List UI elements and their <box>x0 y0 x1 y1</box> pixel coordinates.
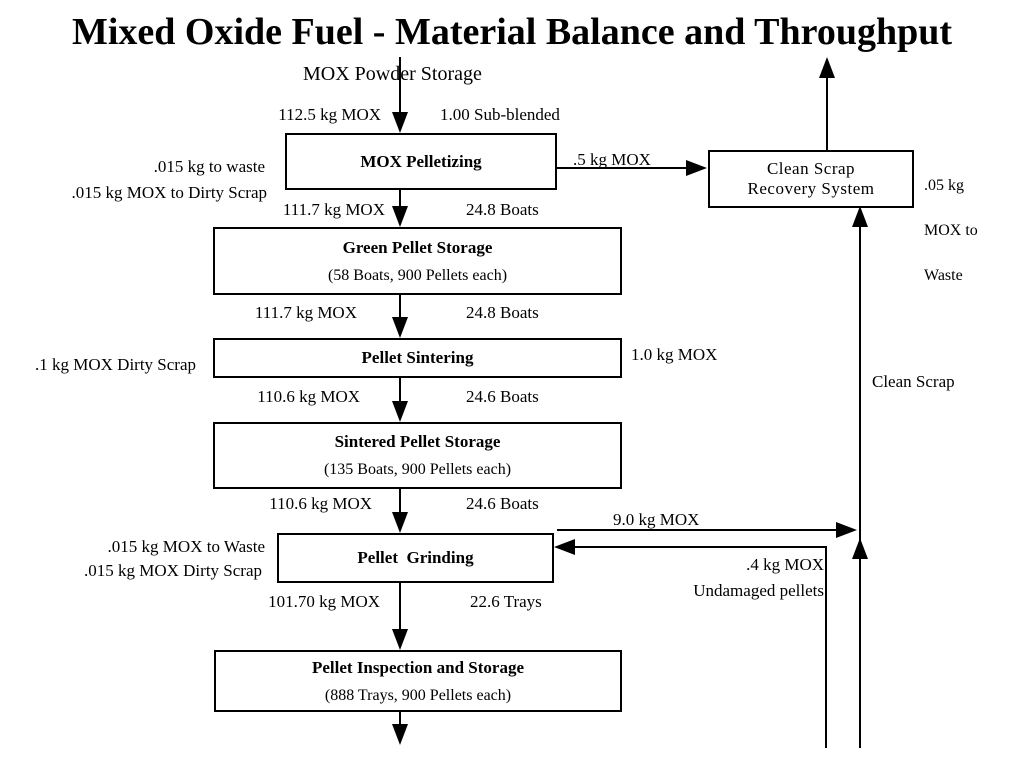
box-pellet-grinding-label: Pellet Grinding <box>357 548 474 567</box>
flow-label-mass-grinding-to-inspection: 101.70 kg MOX <box>268 592 380 611</box>
flow-line-grinding-to-recovery <box>557 529 837 531</box>
flow-label-mass-into-pelletizing: 112.5 kg MOX <box>278 105 381 124</box>
flow-line-sintering-to-sintered <box>399 378 401 403</box>
arrowhead-grinding-to-recovery <box>836 522 857 538</box>
label-grinding-waste: .015 kg MOX to Waste <box>107 537 265 556</box>
label-return-mass: .4 kg MOX <box>746 555 824 574</box>
arrowhead-clean-scrap-junction <box>852 538 868 559</box>
label-grinding-to-recovery: 9.0 kg MOX <box>613 510 700 529</box>
label-recovery-waste-line1: .05 kg <box>924 177 964 194</box>
label-return-undamaged-pellets: Undamaged pellets <box>693 581 824 600</box>
box-pellet-inspection-detail: (888 Trays, 900 Pellets each) <box>324 686 512 704</box>
clean-scrap-line <box>859 226 861 748</box>
flow-label-batch-sintered-to-grinding: 24.6 Boats <box>466 494 539 513</box>
box-clean-scrap-recovery: Clean Scrap Recovery System <box>708 150 914 208</box>
box-pellet-grinding: Pellet Grinding <box>277 533 554 583</box>
flow-line-green-to-sintering <box>399 295 401 319</box>
return-line-horizontal <box>574 546 827 548</box>
arrowhead-recovery-out-top <box>819 57 835 78</box>
box-pellet-inspection: Pellet Inspection and Storage (888 Trays… <box>214 650 622 712</box>
flow-label-mass-green-to-sintering: 111.7 kg MOX <box>254 303 357 322</box>
box-sintered-pellet-storage: Sintered Pellet Storage (135 Boats, 900 … <box>213 422 622 489</box>
box-mox-pelletizing: MOX Pelletizing <box>285 133 557 190</box>
arrowhead-inspection-out <box>392 724 408 745</box>
box-clean-scrap-recovery-label-line1: Clean Scrap <box>766 158 856 178</box>
flow-label-batch-pelletizing-to-green: 24.8 Boats <box>466 200 539 219</box>
label-recovery-waste-line3: Waste <box>924 267 963 284</box>
box-pellet-inspection-label: Pellet Inspection and Storage <box>311 657 525 677</box>
flow-line-pelletizing-to-recovery <box>557 167 688 169</box>
box-pellet-sintering: Pellet Sintering <box>213 338 622 378</box>
label-grinding-dirty-scrap: .015 kg MOX Dirty Scrap <box>83 561 262 580</box>
flow-label-mass-sintered-to-grinding: 110.6 kg MOX <box>269 494 372 513</box>
flow-label-mass-pelletizing-to-green: 111.7 kg MOX <box>282 200 385 219</box>
label-pelletizing-dirty-scrap: .015 kg MOX to Dirty Scrap <box>71 183 267 202</box>
label-clean-scrap-line: Clean Scrap <box>872 372 955 391</box>
arrowhead-into-recovery-left <box>686 160 707 176</box>
label-pelletizing-to-recovery: .5 kg MOX <box>573 150 651 169</box>
return-line-vertical <box>825 546 827 748</box>
box-pellet-sintering-label: Pellet Sintering <box>361 348 474 367</box>
label-sintering-dirty-scrap: .1 kg MOX Dirty Scrap <box>35 355 197 374</box>
arrowhead-into-sintered-storage <box>392 401 408 422</box>
flow-line-recovery-out-top <box>826 78 828 150</box>
flow-label-batch-grinding-to-inspection: 22.6 Trays <box>470 592 542 611</box>
label-sintering-clean-scrap: 1.0 kg MOX <box>631 345 718 364</box>
arrowhead-into-sintering <box>392 317 408 338</box>
box-sintered-pellet-storage-label: Sintered Pellet Storage <box>334 432 501 451</box>
label-recovery-waste: .05 kg MOX to Waste <box>924 148 978 313</box>
box-green-pellet-storage: Green Pellet Storage (58 Boats, 900 Pell… <box>213 227 622 295</box>
label-recovery-waste-line2: MOX to <box>924 222 978 239</box>
box-green-pellet-storage-detail: (58 Boats, 900 Pellets each) <box>327 266 508 284</box>
arrowhead-into-grinding <box>392 512 408 533</box>
arrowhead-into-pelletizing <box>392 112 408 133</box>
label-pelletizing-waste: .015 kg to waste <box>153 157 265 176</box>
arrowhead-into-recovery-bottom <box>852 206 868 227</box>
flow-line-sintered-to-grinding <box>399 489 401 514</box>
box-green-pellet-storage-label: Green Pellet Storage <box>342 237 493 257</box>
flow-label-batch-into-pelletizing: 1.00 Sub-blended <box>440 105 560 124</box>
flow-label-batch-sintering-to-sintered: 24.6 Boats <box>466 387 539 406</box>
flow-line-pelletizing-to-green <box>399 190 401 208</box>
box-clean-scrap-recovery-label-line2: Recovery System <box>747 179 875 198</box>
flow-line-powder-to-pelletizing <box>399 57 401 114</box>
arrowhead-into-inspection <box>392 629 408 650</box>
flow-line-grinding-to-inspection <box>399 583 401 631</box>
flow-label-mass-sintering-to-sintered: 110.6 kg MOX <box>257 387 360 406</box>
page-title: Mixed Oxide Fuel - Material Balance and … <box>71 11 953 53</box>
arrowhead-into-grinding-right <box>554 539 575 555</box>
box-mox-pelletizing-label: MOX Pelletizing <box>360 151 482 171</box>
label-mox-powder-storage: MOX Powder Storage <box>303 63 482 85</box>
box-sintered-pellet-storage-detail: (135 Boats, 900 Pellets each) <box>323 461 512 478</box>
arrowhead-into-green-storage <box>392 206 408 227</box>
flow-line-inspection-out <box>399 712 401 727</box>
flow-label-batch-green-to-sintering: 24.8 Boats <box>466 303 539 322</box>
